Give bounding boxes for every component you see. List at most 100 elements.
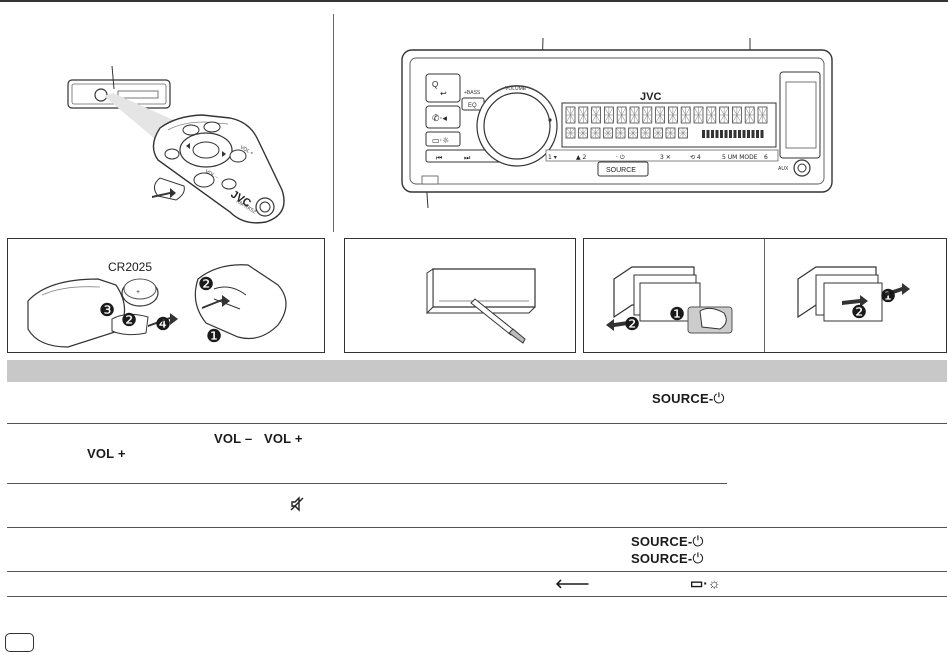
svg-text:✆·◂: ✆·◂ — [432, 114, 447, 124]
preset-label: ▲ 2 — [576, 154, 587, 161]
vol-plus-glyph-2: VOL + — [87, 446, 126, 461]
display-level-bar — [742, 130, 746, 138]
top-rule — [0, 0, 948, 2]
faceplate-panel: ❶ ❷ ❶ ❷ — [583, 238, 947, 353]
display-segment-strokes — [655, 106, 665, 124]
display-segment-strokes — [591, 106, 601, 124]
page-number-badge — [5, 633, 34, 652]
attach-step-2: ❷ — [851, 302, 868, 322]
display-segment-strokes — [590, 127, 601, 139]
volume-knob: VOLUME — [476, 85, 558, 167]
unit-left-buttons: Q ↩ ✆·◂ ▭·☼ ⏮ ⏭ — [425, 73, 507, 163]
display-level-bar — [747, 130, 750, 138]
power-icon: ⏻ — [692, 533, 704, 549]
display-level-bar — [729, 130, 732, 138]
display-level-bar — [711, 130, 714, 138]
svg-text:+: + — [136, 289, 140, 296]
display-segment-strokes — [678, 127, 688, 139]
faceplate-panel-divider — [764, 239, 765, 352]
display-segment-strokes — [565, 127, 576, 139]
svg-text:⏭: ⏭ — [464, 154, 471, 162]
row-divider — [7, 527, 947, 528]
display-segment-strokes — [578, 106, 589, 124]
remote-control: JVC RM-RK52 VOL – VOL + — [152, 114, 285, 224]
preset-label: 5 UM MODE — [722, 154, 758, 161]
display-level-bar — [751, 130, 755, 138]
power-icon: ⏻ — [713, 390, 725, 406]
display-level-bar — [706, 130, 710, 138]
detach-step-2: ❷ — [624, 314, 641, 334]
power-icon: ⏻ — [692, 550, 704, 566]
battery-type-label: CR2025 — [108, 260, 153, 274]
row-divider — [7, 596, 947, 597]
display-segment-strokes — [640, 127, 651, 139]
unit-brand: JVC — [640, 91, 661, 103]
display-level-bar — [702, 130, 705, 138]
display-segment-strokes — [668, 106, 678, 124]
display-level-bar — [760, 130, 764, 138]
display-segment-strokes — [616, 106, 627, 124]
display-segment-strokes — [693, 106, 704, 124]
preset-label: 3 ✕ — [660, 154, 671, 161]
display-level-bar — [720, 130, 723, 138]
source-power-glyph-row4b: SOURCE-⏻ — [631, 550, 704, 566]
unit-eq-label: EQ — [468, 103, 477, 109]
unit-display: JVC — [561, 91, 777, 148]
mute-icon — [290, 496, 304, 513]
remote-sensor-unit — [67, 65, 171, 109]
unit-source-button: SOURCE — [606, 167, 636, 174]
display-segment-strokes — [665, 127, 676, 139]
attach-step-1: ❶ — [880, 286, 897, 306]
row-divider — [7, 571, 947, 572]
display-segment-strokes — [642, 106, 653, 124]
preset-label: · ⏻ — [616, 154, 625, 161]
svg-text:↩: ↩ — [440, 89, 447, 98]
vol-minus-glyph: VOL – — [214, 431, 253, 446]
row-divider — [7, 483, 727, 484]
unit-aux-label: AUX — [778, 166, 789, 172]
vol-plus-glyph: VOL + — [264, 431, 303, 446]
display-level-bar — [733, 130, 737, 138]
svg-text:⏮: ⏮ — [436, 154, 442, 162]
display-segment-strokes — [653, 127, 663, 139]
display-brightness-icon: ▭·☼ — [690, 575, 721, 591]
display-segment-strokes — [604, 106, 614, 124]
detach-step-1: ❶ — [669, 304, 686, 324]
display-segment-strokes — [603, 127, 613, 139]
step-marker-2b: ❷ — [198, 274, 215, 294]
step-marker-3: ❸ — [99, 300, 116, 320]
step-marker-4: ❹ — [155, 314, 172, 334]
svg-text:Q: Q — [432, 80, 438, 89]
display-segment-strokes — [757, 106, 768, 124]
display-segment-strokes — [578, 127, 588, 139]
battery-panel: + CR2025 ❷ ❸ ❹ ❷ ❶ — [7, 238, 325, 353]
preset-labels: 1 ▾ ▲ 2 · ⏻ 3 ✕ ⟲ 4 5 UM MODE 6 — [548, 154, 768, 161]
source-power-glyph-row1: SOURCE-⏻ — [652, 390, 725, 406]
reset-panel — [344, 238, 576, 353]
display-segment-strokes — [744, 106, 755, 124]
illustration-separator — [333, 14, 334, 232]
display-segment-strokes — [680, 106, 691, 124]
step-marker-2: ❷ — [121, 310, 138, 330]
svg-text:▭·☼: ▭·☼ — [432, 136, 449, 145]
display-segment-strokes — [629, 106, 640, 124]
display-segment-strokes — [732, 106, 742, 124]
unit-bass-label: +BASS — [464, 90, 481, 96]
head-unit-illustration: Q ↩ ✆·◂ ▭·☼ ⏮ ⏭ +BASS EQ VOLUME JVC 1 ▾ ▲… — [401, 37, 833, 209]
display-segment-strokes — [565, 106, 576, 124]
remote-illustration: JVC RM-RK52 VOL – VOL + — [67, 65, 285, 224]
display-level-bar — [738, 130, 741, 138]
preset-label: 1 ▾ — [548, 154, 557, 161]
step-marker-1: ❶ — [206, 326, 223, 346]
unit-volume-label: VOLUME — [505, 86, 527, 92]
display-segment-strokes — [628, 127, 638, 139]
operations-table-header — [7, 360, 947, 382]
preset-label: 6 — [764, 154, 768, 161]
display-segment-strokes — [706, 106, 717, 124]
row-divider — [7, 423, 947, 424]
display-level-bar — [724, 130, 728, 138]
display-segment-strokes — [719, 106, 729, 124]
preset-label: ⟲ 4 — [690, 154, 701, 161]
back-arrow-icon: 🡐 — [555, 576, 590, 591]
display-segment-strokes — [615, 127, 626, 139]
